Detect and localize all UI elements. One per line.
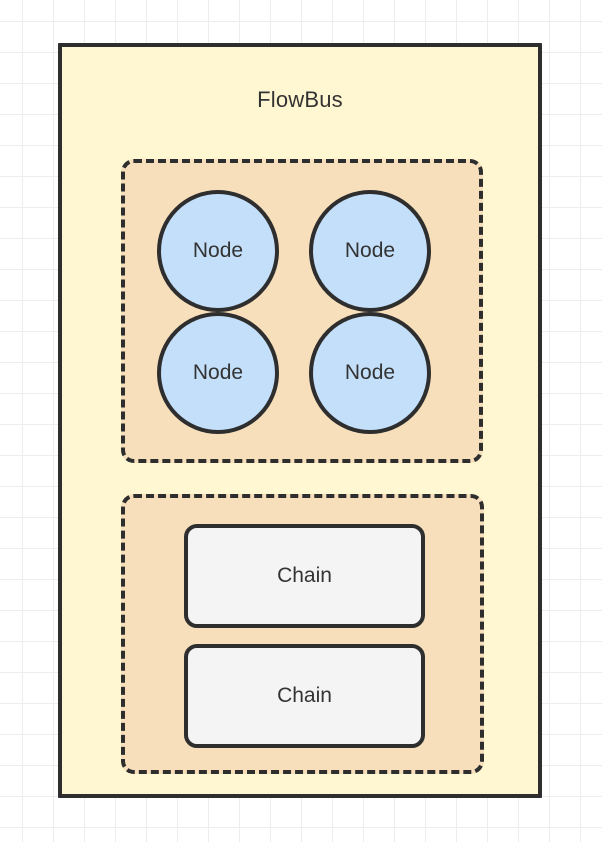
node-group-container[interactable]: Node Node Node Node (121, 159, 483, 463)
node-label: Node (344, 361, 396, 384)
chain-box-2[interactable]: Chain (184, 644, 425, 748)
flowbus-title: FlowBus (257, 87, 343, 112)
node-label: Node (192, 361, 244, 384)
chain-box-1[interactable]: Chain (184, 524, 425, 628)
node-label: Node (192, 239, 244, 262)
chain-label: Chain (277, 564, 332, 587)
node-circle-4[interactable]: Node (309, 312, 431, 434)
chain-label: Chain (277, 684, 332, 707)
node-label: Node (344, 239, 396, 262)
node-circle-2[interactable]: Node (309, 190, 431, 312)
node-circle-1[interactable]: Node (157, 190, 279, 312)
flowbus-container[interactable]: FlowBus Node Node Node Node Chain Chain (58, 43, 542, 798)
node-circle-3[interactable]: Node (157, 312, 279, 434)
chain-group-container[interactable]: Chain Chain (121, 494, 484, 774)
